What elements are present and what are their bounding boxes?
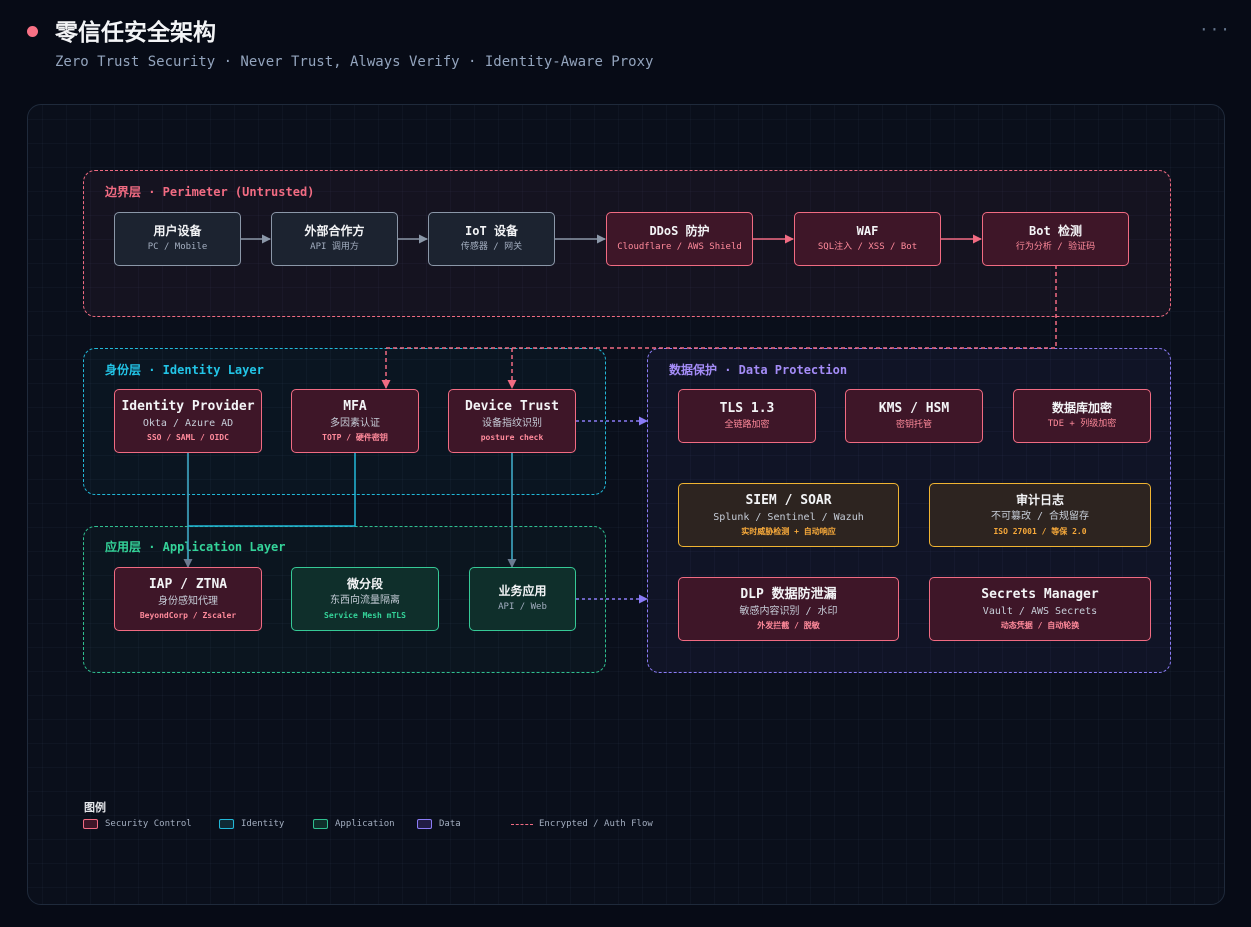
node-kms-hsm[interactable]: KMS / HSM 密钥托管 (845, 389, 983, 443)
node-mfa[interactable]: MFA 多因素认证 TOTP / 硬件密钥 (291, 389, 419, 453)
node-audit-log[interactable]: 审计日志 不可篡改 / 合规留存 ISO 27001 / 等保 2.0 (929, 483, 1151, 547)
status-dot-icon (27, 26, 38, 37)
node-db-encryption[interactable]: 数据库加密 TDE + 列级加密 (1013, 389, 1151, 443)
node-partner[interactable]: 外部合作方 API 调用方 (271, 212, 398, 266)
node-tls[interactable]: TLS 1.3 全链路加密 (678, 389, 816, 443)
node-business-app[interactable]: 业务应用 API / Web (469, 567, 576, 631)
legend-item-identity: Identity (219, 817, 284, 831)
node-user-device[interactable]: 用户设备 PC / Mobile (114, 212, 241, 266)
zone-application-label: 应用层 · Application Layer (105, 540, 286, 554)
node-dlp[interactable]: DLP 数据防泄漏 敏感内容识别 / 水印 外发拦截 / 脱敏 (678, 577, 899, 641)
node-bot[interactable]: Bot 检测 行为分析 / 验证码 (982, 212, 1129, 266)
node-ddos[interactable]: DDoS 防护 Cloudflare / AWS Shield (606, 212, 753, 266)
legend-item-data: Data (417, 817, 461, 831)
legend-item-flow: Encrypted / Auth Flow (511, 817, 653, 831)
ellipsis-icon[interactable]: ··· (1199, 20, 1231, 39)
legend-title: 图例 (84, 801, 106, 814)
node-iap-ztna[interactable]: IAP / ZTNA 身份感知代理 BeyondCorp / Zscaler (114, 567, 262, 631)
node-secrets-manager[interactable]: Secrets Manager Vault / AWS Secrets 动态凭据… (929, 577, 1151, 641)
page-subtitle: Zero Trust Security · Never Trust, Alway… (55, 54, 654, 70)
zone-data-label: 数据保护 · Data Protection (669, 363, 848, 377)
zone-perimeter-label: 边界层 · Perimeter (Untrusted) (105, 185, 315, 199)
zone-identity-label: 身份层 · Identity Layer (105, 363, 264, 377)
node-iot[interactable]: IoT 设备 传感器 / 网关 (428, 212, 555, 266)
node-siem-soar[interactable]: SIEM / SOAR Splunk / Sentinel / Wazuh 实时… (678, 483, 899, 547)
node-device-trust[interactable]: Device Trust 设备指纹识别 posture check (448, 389, 576, 453)
legend-item-security: Security Control (83, 817, 192, 831)
node-identity-provider[interactable]: Identity Provider Okta / Azure AD SSO / … (114, 389, 262, 453)
node-waf[interactable]: WAF SQL注入 / XSS / Bot (794, 212, 941, 266)
page-title: 零信任安全架构 (55, 20, 216, 46)
legend-item-application: Application (313, 817, 395, 831)
node-microsegmentation[interactable]: 微分段 东西向流量隔离 Service Mesh mTLS (291, 567, 439, 631)
